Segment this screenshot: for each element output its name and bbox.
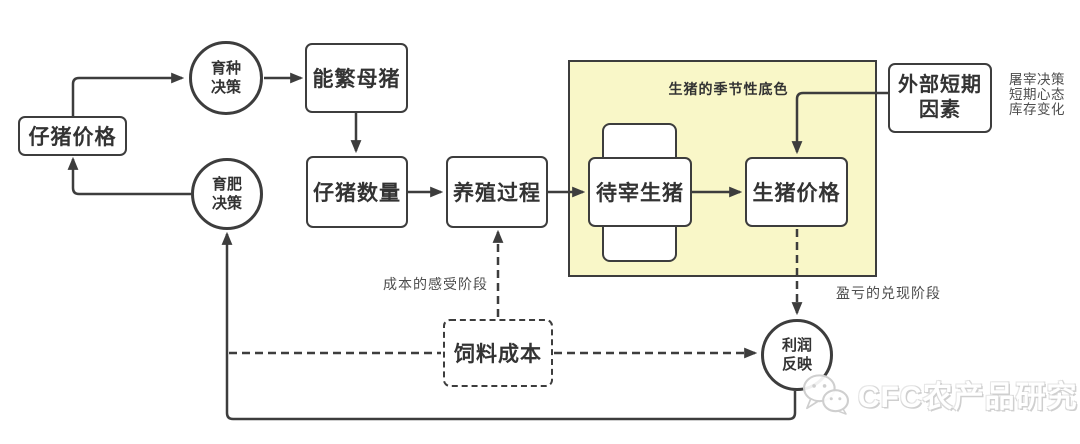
external-note-line-1: 屠宰决策 <box>1009 72 1065 87</box>
seasonality-panel-label: 生猪的季节性底色 <box>668 81 789 97</box>
arrow-external-factors-to-hog-price <box>791 91 888 155</box>
external-factors-note: 屠宰决策 短期心态 库存变化 <box>1009 72 1065 117</box>
watermark: CFC农产品研究 <box>801 372 1078 416</box>
node-breeding-decision: 育种 决策 <box>189 41 263 115</box>
node-sow-herd: 能繁母猪 <box>305 43 408 113</box>
node-external-factors: 外部短期 因素 <box>888 63 992 133</box>
profit-reflection-label-line1: 利润 <box>781 336 812 354</box>
wechat-icon <box>802 374 850 415</box>
pnl-stage-label: 盈亏的兑现阶段 <box>836 283 941 303</box>
external-factors-label-line2: 因素 <box>919 99 961 121</box>
profit-reflection-label-line2: 反映 <box>781 356 812 373</box>
hogs-for-slaughter-label: 待宰生猪 <box>596 182 684 205</box>
hog-price-label: 生猪价格 <box>752 182 841 205</box>
arrow-profit-feedback-to-fattening-decision <box>221 231 797 421</box>
arrow-piglet-price-to-breeding-decision <box>71 72 185 116</box>
cost-stage-text: 成本的感受阶段 <box>383 276 488 292</box>
farming-process-label: 养殖过程 <box>453 182 541 205</box>
fattening-decision-label-line1: 育肥 <box>211 175 242 193</box>
node-hogs-for-slaughter: 待宰生猪 <box>588 157 692 227</box>
node-feed-cost: 饲料成本 <box>443 319 553 387</box>
breeding-decision-label-line1: 育种 <box>210 59 241 77</box>
feed-cost-label: 饲料成本 <box>454 343 542 366</box>
node-farming-process: 养殖过程 <box>446 156 548 228</box>
watermark-text: CFC农产品研究 <box>858 381 1078 414</box>
pnl-stage-text: 盈亏的兑现阶段 <box>836 285 941 301</box>
piglet-price-label: 仔猪价格 <box>28 126 117 149</box>
node-piglet-price: 仔猪价格 <box>18 116 127 156</box>
arrow-fattening-decision-to-piglet-price <box>67 156 191 196</box>
fattening-decision-label-line2: 决策 <box>211 195 242 212</box>
external-factors-label-line1: 外部短期 <box>898 74 982 96</box>
external-note-line-2: 短期心态 <box>1009 87 1065 102</box>
breeding-decision-label-line2: 决策 <box>210 79 241 96</box>
piglet-quantity-label: 仔猪数量 <box>313 182 401 205</box>
sow-herd-label: 能繁母猪 <box>312 68 401 91</box>
node-hog-price: 生猪价格 <box>745 157 848 227</box>
external-note-line-3: 库存变化 <box>1009 102 1065 117</box>
node-fattening-decision: 育肥 决策 <box>191 158 263 230</box>
node-piglet-quantity: 仔猪数量 <box>306 156 408 228</box>
cost-stage-label: 成本的感受阶段 <box>383 274 488 294</box>
